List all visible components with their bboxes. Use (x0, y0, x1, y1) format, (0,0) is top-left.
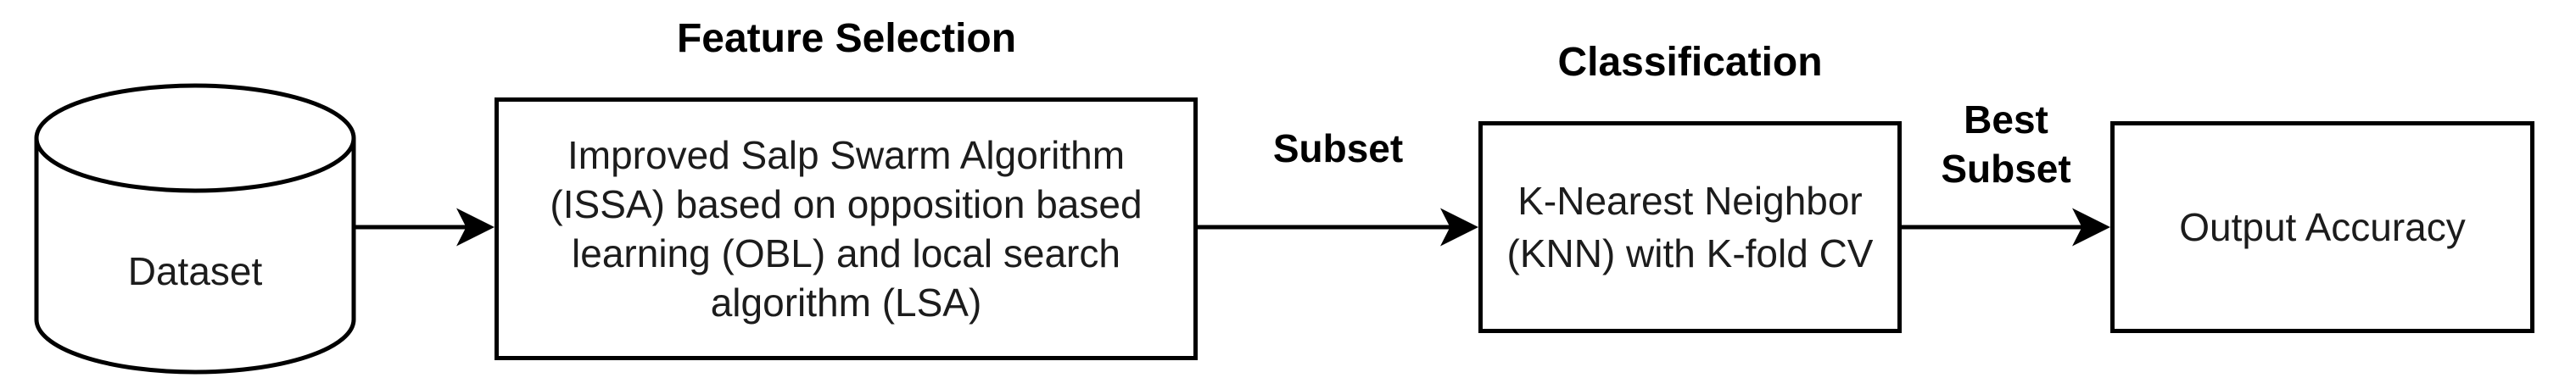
node-feature-selection: Improved Salp Swarm Algorithm (ISSA) bas… (495, 97, 1198, 360)
node-knn-line: (KNN) with K-fold CV (1506, 231, 1874, 275)
node-output-line: Output Accuracy (2179, 205, 2466, 249)
edge-label-best-subset: Best Subset (1902, 95, 2110, 193)
node-dataset-label: Dataset (127, 249, 263, 293)
database-cylinder-icon (34, 83, 356, 375)
node-classification-knn: K-Nearest Neighbor (KNN) with K-fold CV (1478, 121, 1902, 333)
edge-label-subset: Subset (1272, 126, 1404, 170)
node-feature-line: learning (OBL) and local search (572, 231, 1120, 275)
section-title-classification: Classification (1557, 40, 1823, 85)
node-feature-line: (ISSA) based on opposition based (550, 182, 1143, 226)
edge-label-best-subset-line: Subset (1941, 147, 2071, 191)
section-title-feature-selection: Feature Selection (676, 16, 1017, 61)
node-knn-line: K-Nearest Neighbor (1517, 179, 1863, 223)
node-output-accuracy: Output Accuracy (2110, 121, 2534, 333)
node-feature-line: Improved Salp Swarm Algorithm (567, 133, 1126, 177)
edge-label-best-subset-line: Best (1964, 97, 2048, 142)
node-feature-line: algorithm (LSA) (710, 281, 982, 325)
